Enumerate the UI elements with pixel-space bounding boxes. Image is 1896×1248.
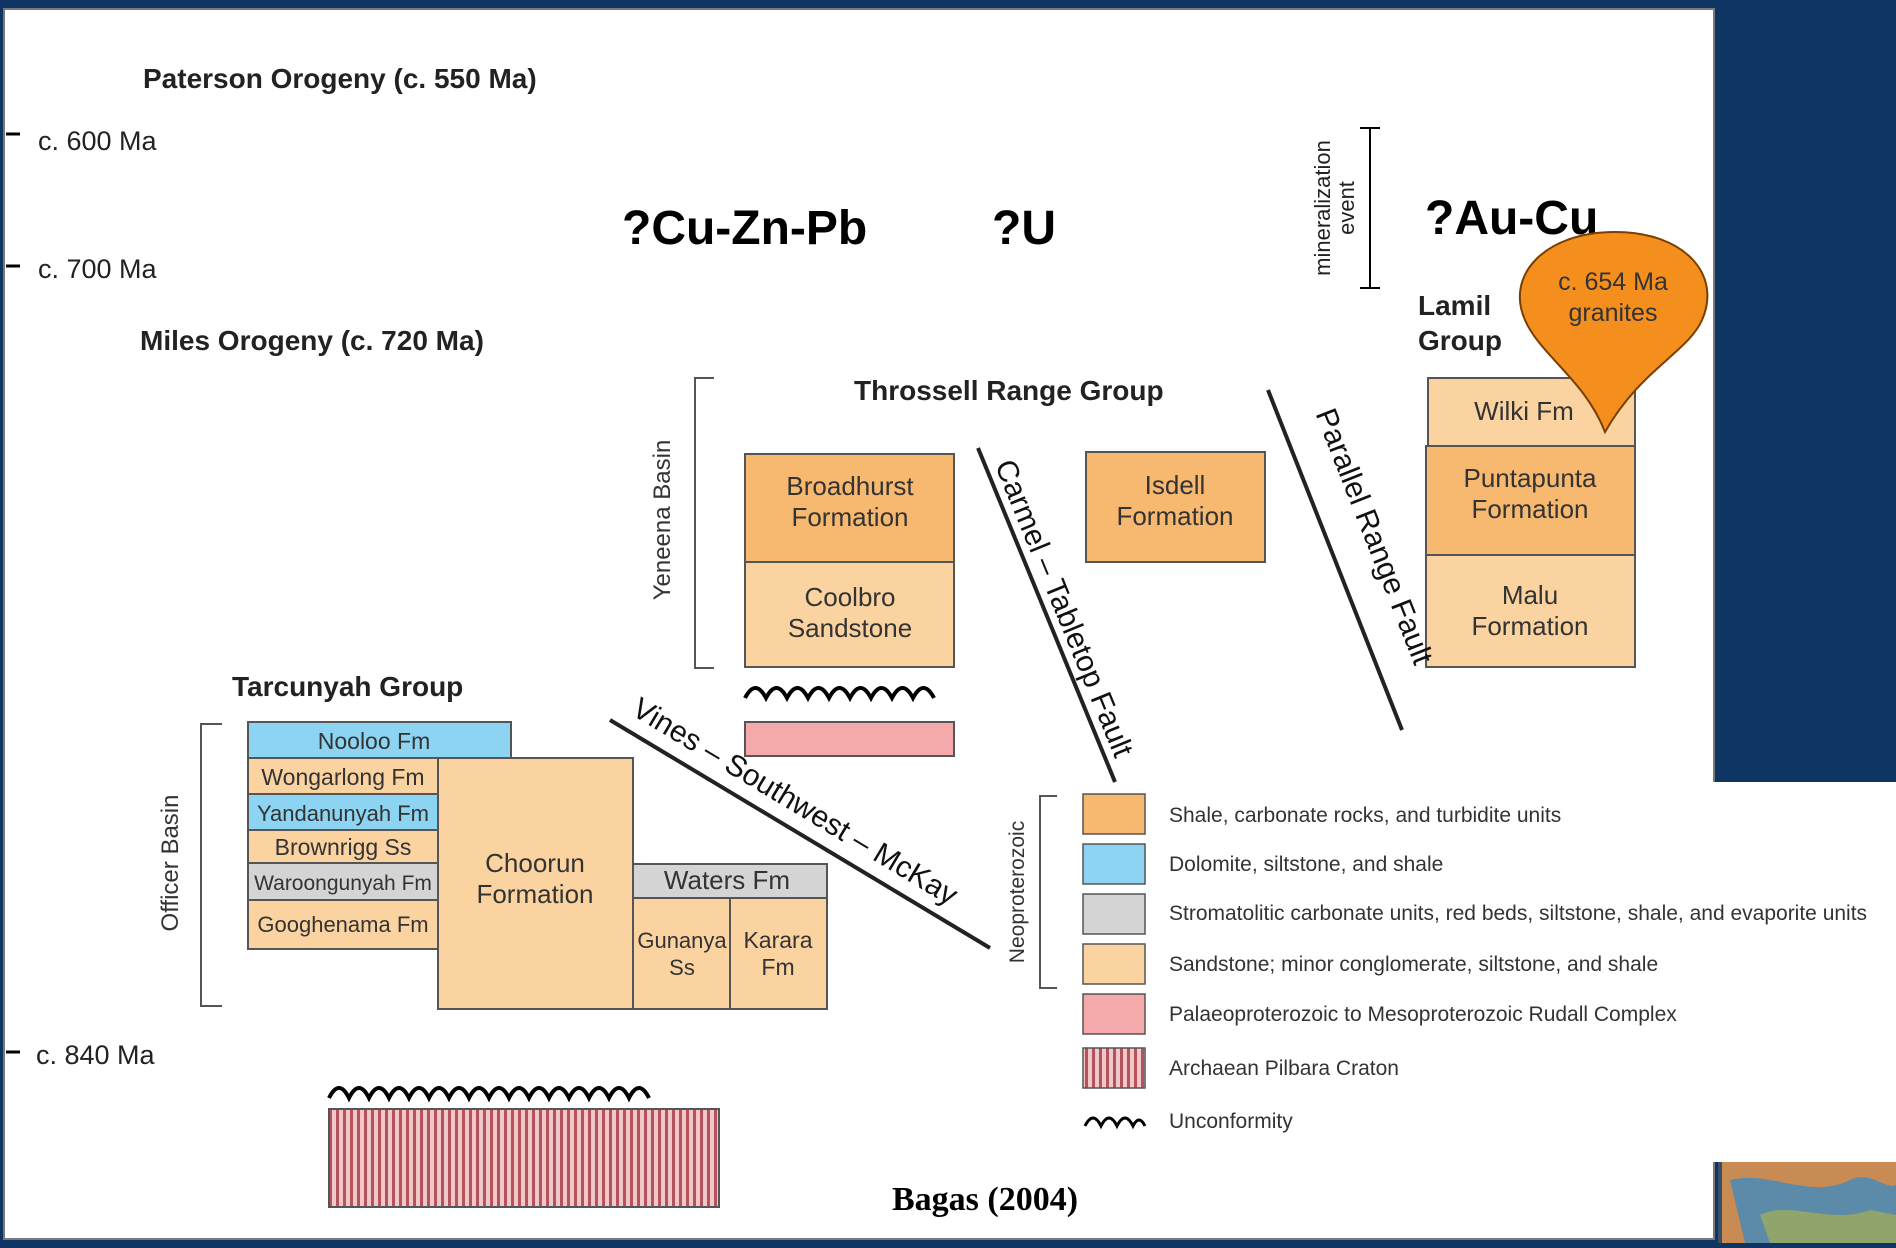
svg-text:Puntapunta: Puntapunta: [1463, 463, 1597, 493]
au-cu-label: ?Au-Cu: [1425, 192, 1598, 245]
unconformity-icon: [1083, 1116, 1147, 1130]
lamil-group: Lamil Group Wilki Fm Puntapunta Formatio…: [1418, 230, 1709, 668]
svg-text:Googhenama Fm: Googhenama Fm: [257, 912, 428, 937]
miles-orogeny: Miles Orogeny (c. 720 Ma): [140, 325, 484, 356]
googhenama-fm: Googhenama Fm: [247, 899, 439, 950]
tick-label-600: c. 600 Ma: [38, 126, 158, 156]
legend: Neoproterozoic Shale, carbonate rocks, a…: [1006, 793, 1867, 1133]
waroongunyah-fm: Waroongunyah Fm: [247, 862, 439, 901]
svg-text:Palaeoproterozoic to Mesoprote: Palaeoproterozoic to Mesoproterozoic Rud…: [1169, 1003, 1677, 1026]
svg-text:Formation: Formation: [1471, 494, 1588, 524]
svg-text:Formation: Formation: [1471, 611, 1588, 641]
mineralization-event-label-1: mineralization: [1310, 140, 1335, 276]
svg-text:Archaean Pilbara Craton: Archaean Pilbara Craton: [1169, 1057, 1399, 1080]
legend-item-shale: Shale, carbonate rocks, and turbidite un…: [1082, 793, 1561, 835]
svg-text:Isdell: Isdell: [1145, 470, 1206, 500]
legend-item-unconformity: Unconformity: [1083, 1110, 1293, 1133]
svg-text:Waroongunyah Fm: Waroongunyah Fm: [254, 872, 432, 895]
unconformity-yeneena: [743, 686, 936, 703]
yeneena-basin-label: Yeneena Basin: [649, 440, 676, 601]
gunanya-ss: Gunanya Ss: [632, 897, 731, 1010]
svg-text:Malu: Malu: [1502, 580, 1558, 610]
coolbro-sandstone: Coolbro Sandstone: [744, 561, 955, 668]
svg-text:Coolbro: Coolbro: [804, 582, 895, 612]
wongarlong-fm: Wongarlong Fm: [247, 757, 439, 795]
svg-text:Dolomite, siltstone, and shale: Dolomite, siltstone, and shale: [1169, 853, 1443, 876]
granites-label: granites: [1569, 299, 1658, 327]
svg-text:Nooloo Fm: Nooloo Fm: [318, 728, 430, 754]
legend-item-dolomite: Dolomite, siltstone, and shale: [1082, 843, 1443, 885]
rudall-complex: [744, 721, 955, 757]
legend-item-stromatolitic: Stromatolitic carbonate units, red beds,…: [1082, 893, 1867, 935]
broadhurst-formation: Broadhurst Formation: [744, 453, 955, 563]
svg-text:Wongarlong Fm: Wongarlong Fm: [261, 764, 424, 790]
mineralization-event-label-2: event: [1334, 181, 1359, 235]
mineralization-labels: ?Cu-Zn-Pb ?U ?Au-Cu mineralization event: [622, 127, 1598, 289]
svg-text:Yandanunyah Fm: Yandanunyah Fm: [257, 801, 429, 826]
isdell-formation: Isdell Formation: [1085, 451, 1266, 563]
svg-text:Formation: Formation: [1116, 501, 1233, 531]
svg-text:Choorun: Choorun: [485, 848, 585, 878]
tick-label-700: c. 700 Ma: [38, 254, 158, 284]
waters-fm: Waters Fm: [632, 863, 828, 899]
malu-formation: Malu Formation: [1425, 554, 1636, 668]
lamil-group-label-2: Group: [1418, 325, 1502, 356]
svg-text:Stromatolitic carbonate units,: Stromatolitic carbonate units, red beds,…: [1169, 902, 1867, 925]
yandanunyah-fm: Yandanunyah Fm: [247, 793, 439, 831]
nooloo-fm: Nooloo Fm: [247, 721, 512, 759]
lamil-group-label-1: Lamil: [1418, 290, 1491, 321]
tarcunyah-group: Tarcunyah Group: [232, 671, 463, 702]
svg-text:Broadhurst: Broadhurst: [786, 471, 914, 501]
granites-age: c. 654 Ma: [1558, 268, 1668, 296]
cu-zn-pb-label: ?Cu-Zn-Pb: [622, 202, 867, 255]
svg-text:Brownrigg Ss: Brownrigg Ss: [275, 834, 412, 860]
svg-text:Formation: Formation: [476, 879, 593, 909]
u-label: ?U: [992, 202, 1056, 255]
timeline: c. 600 Ma c. 700 Ma c. 840 Ma Paterson O…: [6, 63, 537, 1070]
granites-callout: c. 654 Ma granites: [1519, 230, 1709, 435]
svg-text:Fm: Fm: [761, 954, 794, 980]
brownrigg-ss: Brownrigg Ss: [247, 829, 439, 864]
citation: Bagas (2004): [892, 1181, 1078, 1218]
svg-text:Shale, carbonate rocks, and tu: Shale, carbonate rocks, and turbidite un…: [1169, 804, 1561, 827]
svg-text:Wilki Fm: Wilki Fm: [1474, 396, 1574, 426]
yeneena-basin: Yeneena Basin Throssell Range Group Broa…: [649, 375, 1164, 757]
tick-label-840: c. 840 Ma: [36, 1040, 156, 1070]
officer-basin: Officer Basin Tarcunyah Group Nooloo Fm …: [157, 671, 828, 1010]
officer-basin-label: Officer Basin: [157, 795, 184, 932]
pilbara-craton: [328, 1108, 720, 1208]
throssell-range-group: Throssell Range Group: [854, 375, 1164, 406]
neoproterozoic-label: Neoproterozoic: [1006, 821, 1029, 963]
svg-text:Gunanya: Gunanya: [637, 928, 727, 953]
puntapunta-formation: Puntapunta Formation: [1425, 445, 1636, 556]
svg-text:Formation: Formation: [791, 502, 908, 532]
legend-item-craton: Archaean Pilbara Craton: [1082, 1047, 1399, 1089]
karara-fm: Karara Fm: [729, 897, 828, 1010]
legend-item-rudall: Palaeoproterozoic to Mesoproterozoic Rud…: [1082, 993, 1677, 1035]
choorun-formation: Choorun Formation: [437, 757, 634, 1010]
unconformity-basement: [327, 1086, 651, 1103]
svg-text:Unconformity: Unconformity: [1169, 1110, 1293, 1133]
svg-text:Karara: Karara: [743, 927, 812, 953]
paterson-orogeny: Paterson Orogeny (c. 550 Ma): [143, 63, 537, 94]
svg-text:Sandstone; minor conglomerate,: Sandstone; minor conglomerate, siltstone…: [1169, 953, 1658, 976]
svg-text:Ss: Ss: [669, 955, 695, 980]
mineralization-event-bracket: mineralization event: [1310, 127, 1380, 289]
svg-text:Waters Fm: Waters Fm: [664, 865, 790, 895]
legend-item-sandstone: Sandstone; minor conglomerate, siltstone…: [1082, 943, 1658, 985]
svg-text:Sandstone: Sandstone: [788, 613, 912, 643]
